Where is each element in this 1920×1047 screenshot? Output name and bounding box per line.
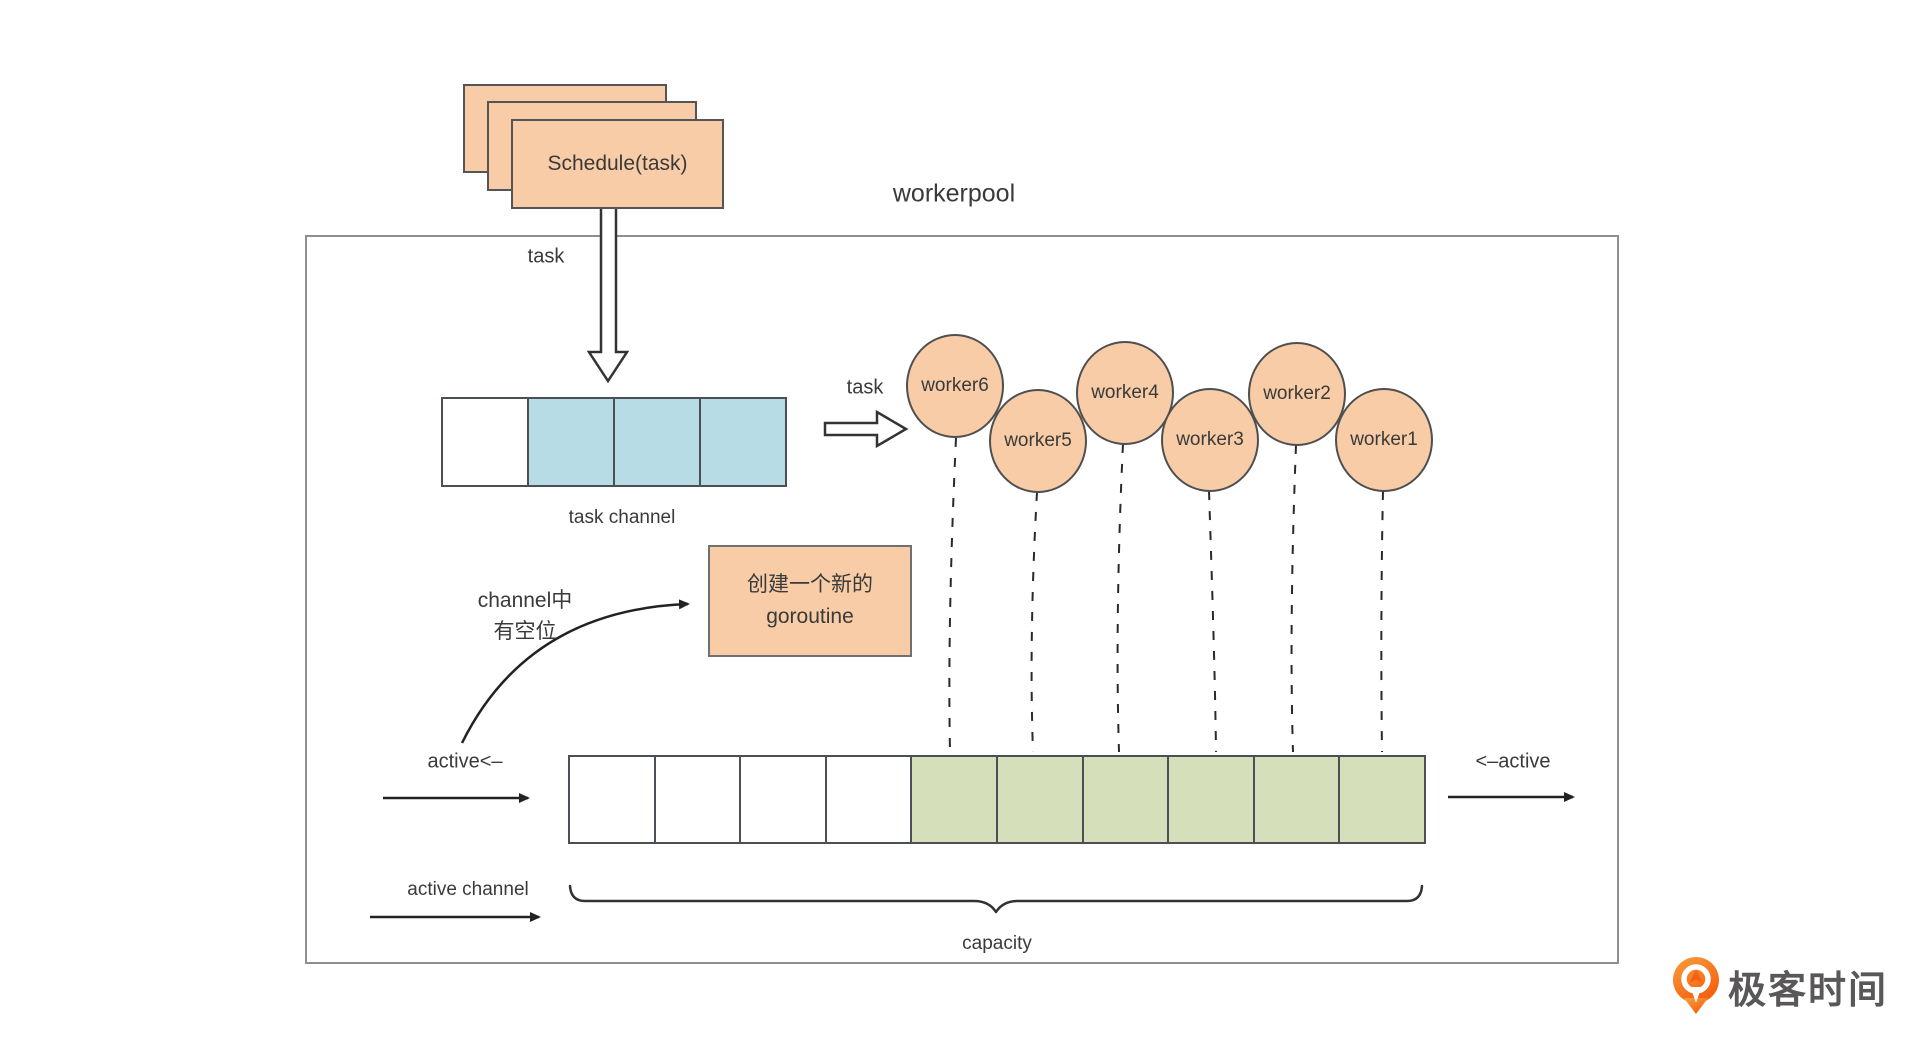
- channel-cell: [443, 399, 527, 485]
- channel-cell: [1338, 757, 1424, 842]
- worker6-circle: worker6: [906, 334, 1004, 438]
- workerpool-title: workerpool: [892, 179, 1016, 208]
- create-goroutine-line1: 创建一个新的: [747, 573, 873, 596]
- schedule-card-front: Schedule(task): [511, 119, 724, 209]
- geektime-logo-text: 极客时间: [1728, 969, 1889, 1012]
- channel-cell: [527, 399, 613, 485]
- geektime-logo-icon: [1673, 957, 1719, 1014]
- channel-cell: [570, 757, 654, 842]
- active-in-label: active<–: [427, 750, 503, 773]
- worker5-circle: worker5: [989, 389, 1087, 493]
- active-out-label: <–active: [1475, 750, 1551, 773]
- task-right-arrow: [823, 409, 909, 449]
- channel-cell: [824, 757, 911, 842]
- channel-cell: [699, 399, 785, 485]
- active-channel-label: active channel: [407, 879, 529, 900]
- task-label-mid: task: [846, 376, 884, 399]
- channel-cell: [653, 757, 740, 842]
- active-channel: [568, 755, 1426, 844]
- capacity-label: capacity: [962, 933, 1032, 954]
- worker-slot-dashed-links: [948, 437, 1384, 753]
- capacity-brace: [568, 884, 1424, 914]
- channel-cell: [1167, 757, 1253, 842]
- worker2-circle: worker2: [1248, 342, 1346, 446]
- task-down-arrow: [586, 204, 630, 384]
- task-channel: [441, 397, 787, 487]
- task-channel-label: task channel: [568, 507, 676, 528]
- channel-cell: [995, 757, 1082, 842]
- channel-cell: [1252, 757, 1339, 842]
- create-goroutine-line2: goroutine: [766, 605, 854, 628]
- channel-cell: [739, 757, 825, 842]
- create-goroutine-box: 创建一个新的 goroutine: [708, 545, 912, 657]
- channel-free-slot-note: channel中 有空位: [477, 589, 573, 643]
- channel-free-slot-arrow: [460, 599, 690, 744]
- worker1-circle: worker1: [1335, 388, 1433, 492]
- channel-cell: [910, 757, 996, 842]
- channel-cell: [1081, 757, 1168, 842]
- worker3-circle: worker3: [1161, 388, 1259, 492]
- geektime-logo: 极客时间: [1672, 956, 1888, 1016]
- workerpool-container-box: [305, 235, 1619, 964]
- task-label-top: task: [527, 245, 565, 268]
- worker4-circle: worker4: [1076, 341, 1174, 445]
- channel-cell: [613, 399, 699, 485]
